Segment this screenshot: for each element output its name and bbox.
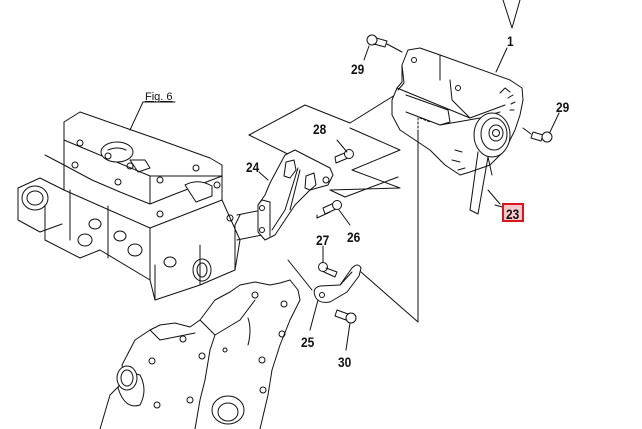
callout-24[interactable]: 24 xyxy=(246,159,260,175)
callout-29-top[interactable]: 29 xyxy=(351,61,365,77)
callout-30[interactable]: 30 xyxy=(338,354,352,370)
alternator-bracket xyxy=(257,149,334,241)
alternator xyxy=(391,47,524,201)
callout-23-text: 23 xyxy=(506,206,520,222)
figure-reference-label: Fig. 6 xyxy=(145,91,173,103)
callout-26[interactable]: 26 xyxy=(347,229,361,245)
gear-case xyxy=(99,279,301,429)
bolt-29-left xyxy=(363,34,403,61)
bolt-30 xyxy=(334,309,357,351)
callout-25[interactable]: 25 xyxy=(301,334,315,350)
leader-24 xyxy=(258,171,269,181)
callout-29-right[interactable]: 29 xyxy=(556,99,570,115)
callout-28[interactable]: 28 xyxy=(313,121,327,137)
callout-23-highlighted[interactable]: 23 xyxy=(502,203,524,222)
bolt-27 xyxy=(318,245,338,278)
leader-23 xyxy=(487,189,501,205)
cylinder-head xyxy=(17,101,241,301)
leader-1 xyxy=(495,0,521,73)
callout-27[interactable]: 27 xyxy=(316,232,330,248)
callout-1[interactable]: 1 xyxy=(507,33,514,49)
bolt-28 xyxy=(334,139,354,164)
bolt-26 xyxy=(322,200,351,226)
bolt-29-right xyxy=(522,112,560,143)
